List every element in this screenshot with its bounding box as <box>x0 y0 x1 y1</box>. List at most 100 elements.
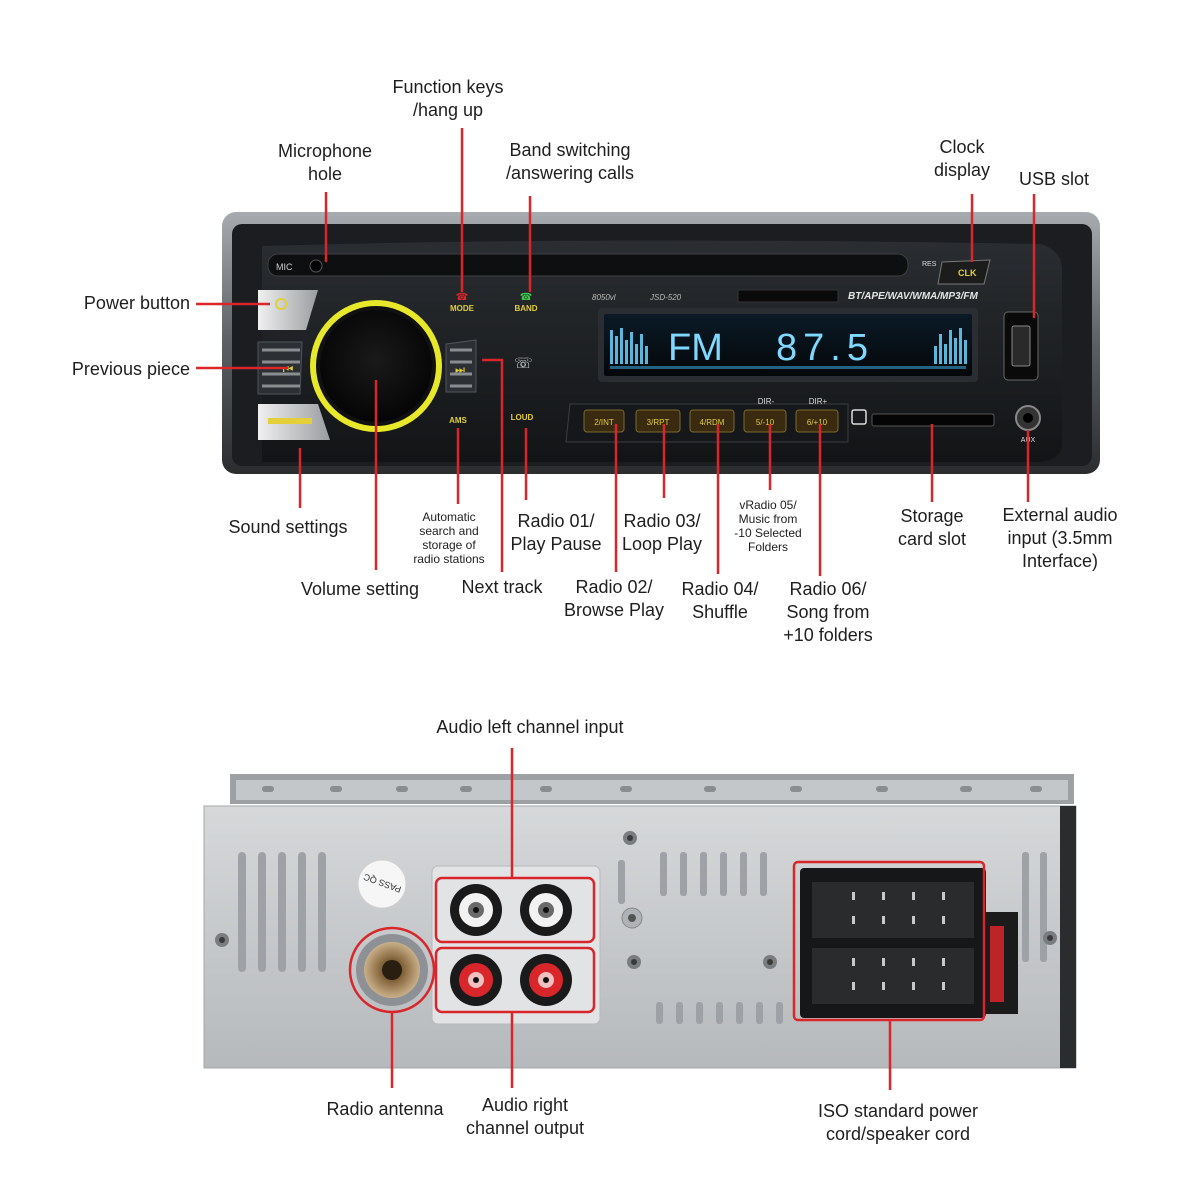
label-radio-antenna-text: Radio antenna <box>326 1099 444 1119</box>
previous-icon: ⏮ <box>283 362 294 376</box>
mode-text: MODE <box>450 304 475 313</box>
label-function-keys-text: Function keys /hang up <box>392 77 504 120</box>
formats-text: BT/APE/WAV/WMA/MP3/FM <box>848 291 978 302</box>
label-microphone-text: Microphone hole <box>277 141 373 184</box>
screws <box>215 831 1057 969</box>
display-band: FM <box>668 327 723 369</box>
eq-right <box>934 328 967 364</box>
label-audio-left: Audio left channel input <box>400 716 660 739</box>
label-external-audio: External audio input (3.5mm Interface) <box>990 504 1130 573</box>
preset-label-6: 6/+10 <box>807 418 828 427</box>
label-audio-right-text: Audio right channel output <box>465 1095 585 1138</box>
iso-pins <box>852 892 945 990</box>
next-button-ribs <box>450 348 472 388</box>
antenna-socket-center <box>382 960 402 980</box>
next-track-button[interactable] <box>445 339 477 393</box>
label-band-switching: Band switching /answering calls <box>470 139 670 185</box>
label-radio03-text: Radio 03/ Loop Play <box>621 511 703 554</box>
preset-buttons: 2/INT 3/RPT 4/RDM 5/-10 6/+10 <box>583 409 839 433</box>
label-radio06-text: Radio 06/ Song from +10 folders <box>783 579 873 645</box>
next-icon: ⏭ <box>455 364 465 376</box>
clk-button[interactable] <box>937 259 991 285</box>
preset-label-4: 4/RDM <box>700 418 725 427</box>
label-band-switching-text: Band switching /answering calls <box>505 140 635 183</box>
card-icon <box>851 409 867 425</box>
power-icon <box>275 298 287 310</box>
vent-slots-left <box>238 852 326 972</box>
highlight-audio-left <box>434 876 596 944</box>
label-auto-search: Automatic search and storage of radio st… <box>404 510 494 566</box>
label-iso-power-text: ISO standard power cord/speaker cord <box>817 1101 979 1144</box>
label-previous-piece: Previous piece <box>20 358 190 381</box>
label-radio06: Radio 06/ Song from +10 folders <box>772 578 884 647</box>
handsfree-icon: ☏ <box>514 355 533 372</box>
iso-top-block <box>812 882 974 938</box>
loud-text: LOUD <box>511 413 534 422</box>
rca-block <box>431 865 601 1025</box>
preset-button-6[interactable] <box>795 409 839 433</box>
label-next-track: Next track <box>452 576 552 599</box>
model-b-text: JSD-520 <box>649 293 682 302</box>
vent-slots-mid <box>618 852 767 904</box>
sound-settings-mark <box>268 418 312 424</box>
label-sound-settings: Sound settings <box>208 516 368 539</box>
label-previous-piece-text: Previous piece <box>71 359 190 379</box>
rca-right-outputs <box>450 954 572 1006</box>
preset-label-5: 5/-10 <box>756 418 775 427</box>
preset-button-4[interactable] <box>689 409 735 433</box>
preset-button-2[interactable] <box>583 409 625 433</box>
usb-port <box>1011 325 1031 367</box>
label-audio-left-text: Audio left channel input <box>436 717 624 737</box>
chassis-top-face <box>236 780 1068 800</box>
preset-button-5[interactable] <box>743 409 787 433</box>
power-button[interactable] <box>258 290 318 330</box>
rear-side-edge <box>1060 806 1076 1068</box>
label-usb-slot: USB slot <box>1004 168 1104 191</box>
preset-label-2: 2/INT <box>594 418 614 427</box>
label-volume-setting: Volume setting <box>280 578 440 601</box>
preset-button-3[interactable] <box>635 409 681 433</box>
lcd-display <box>604 314 972 376</box>
mic-text: MIC <box>276 262 293 272</box>
display-frequency: 87.5 <box>776 327 874 369</box>
label-external-audio-text: External audio input (3.5mm Interface) <box>1002 505 1118 571</box>
clk-text: CLK <box>958 268 977 278</box>
hang-up-icon: ☎ <box>456 292 468 303</box>
callout-next <box>482 358 504 572</box>
aux-jack-hole <box>1023 413 1033 423</box>
fuse <box>990 926 1004 1002</box>
label-audio-right: Audio right channel output <box>446 1094 604 1140</box>
label-radio04-text: Radio 04/ Shuffle <box>681 579 759 622</box>
microphone-hole <box>309 259 323 273</box>
highlight-audio-right <box>434 946 596 1014</box>
vent-slots-bottom <box>656 1002 783 1024</box>
ir-window <box>737 289 839 303</box>
label-clock-display: Clock display <box>912 136 1012 182</box>
back-callouts <box>348 748 986 1090</box>
top-strip <box>267 253 909 277</box>
label-radio01-text: Radio 01/ Play Pause <box>510 511 602 554</box>
preset-label-3: 3/RPT <box>647 418 670 427</box>
label-radio04: Radio 04/ Shuffle <box>670 578 770 624</box>
label-power-button: Power button <box>30 292 190 315</box>
answer-icon: ☎ <box>520 292 532 303</box>
front-callouts <box>196 128 1036 576</box>
previous-button-ribs <box>262 348 300 388</box>
label-power-button-text: Power button <box>83 293 190 313</box>
volume-knob[interactable] <box>320 310 432 422</box>
lcd-bottom-bar <box>610 366 966 369</box>
label-radio02-text: Radio 02/ Browse Play <box>563 577 665 620</box>
label-iso-power: ISO standard power cord/speaker cord <box>798 1100 998 1146</box>
label-usb-slot-text: USB slot <box>1018 169 1090 189</box>
dir-plus-text: DIR+ <box>809 397 828 406</box>
label-microphone: Microphone hole <box>250 140 400 186</box>
rca-left-inputs <box>450 884 572 936</box>
label-storage-card: Storage card slot <box>882 505 982 551</box>
label-radio05: vRadio 05/ Music from -10 Selected Folde… <box>722 498 814 554</box>
label-radio03: Radio 03/ Loop Play <box>610 510 714 556</box>
label-sound-settings-text: Sound settings <box>228 517 348 537</box>
dir-minus-text: DIR- <box>758 397 775 406</box>
label-radio-antenna: Radio antenna <box>310 1098 460 1121</box>
iso-bottom-block <box>812 948 974 1004</box>
